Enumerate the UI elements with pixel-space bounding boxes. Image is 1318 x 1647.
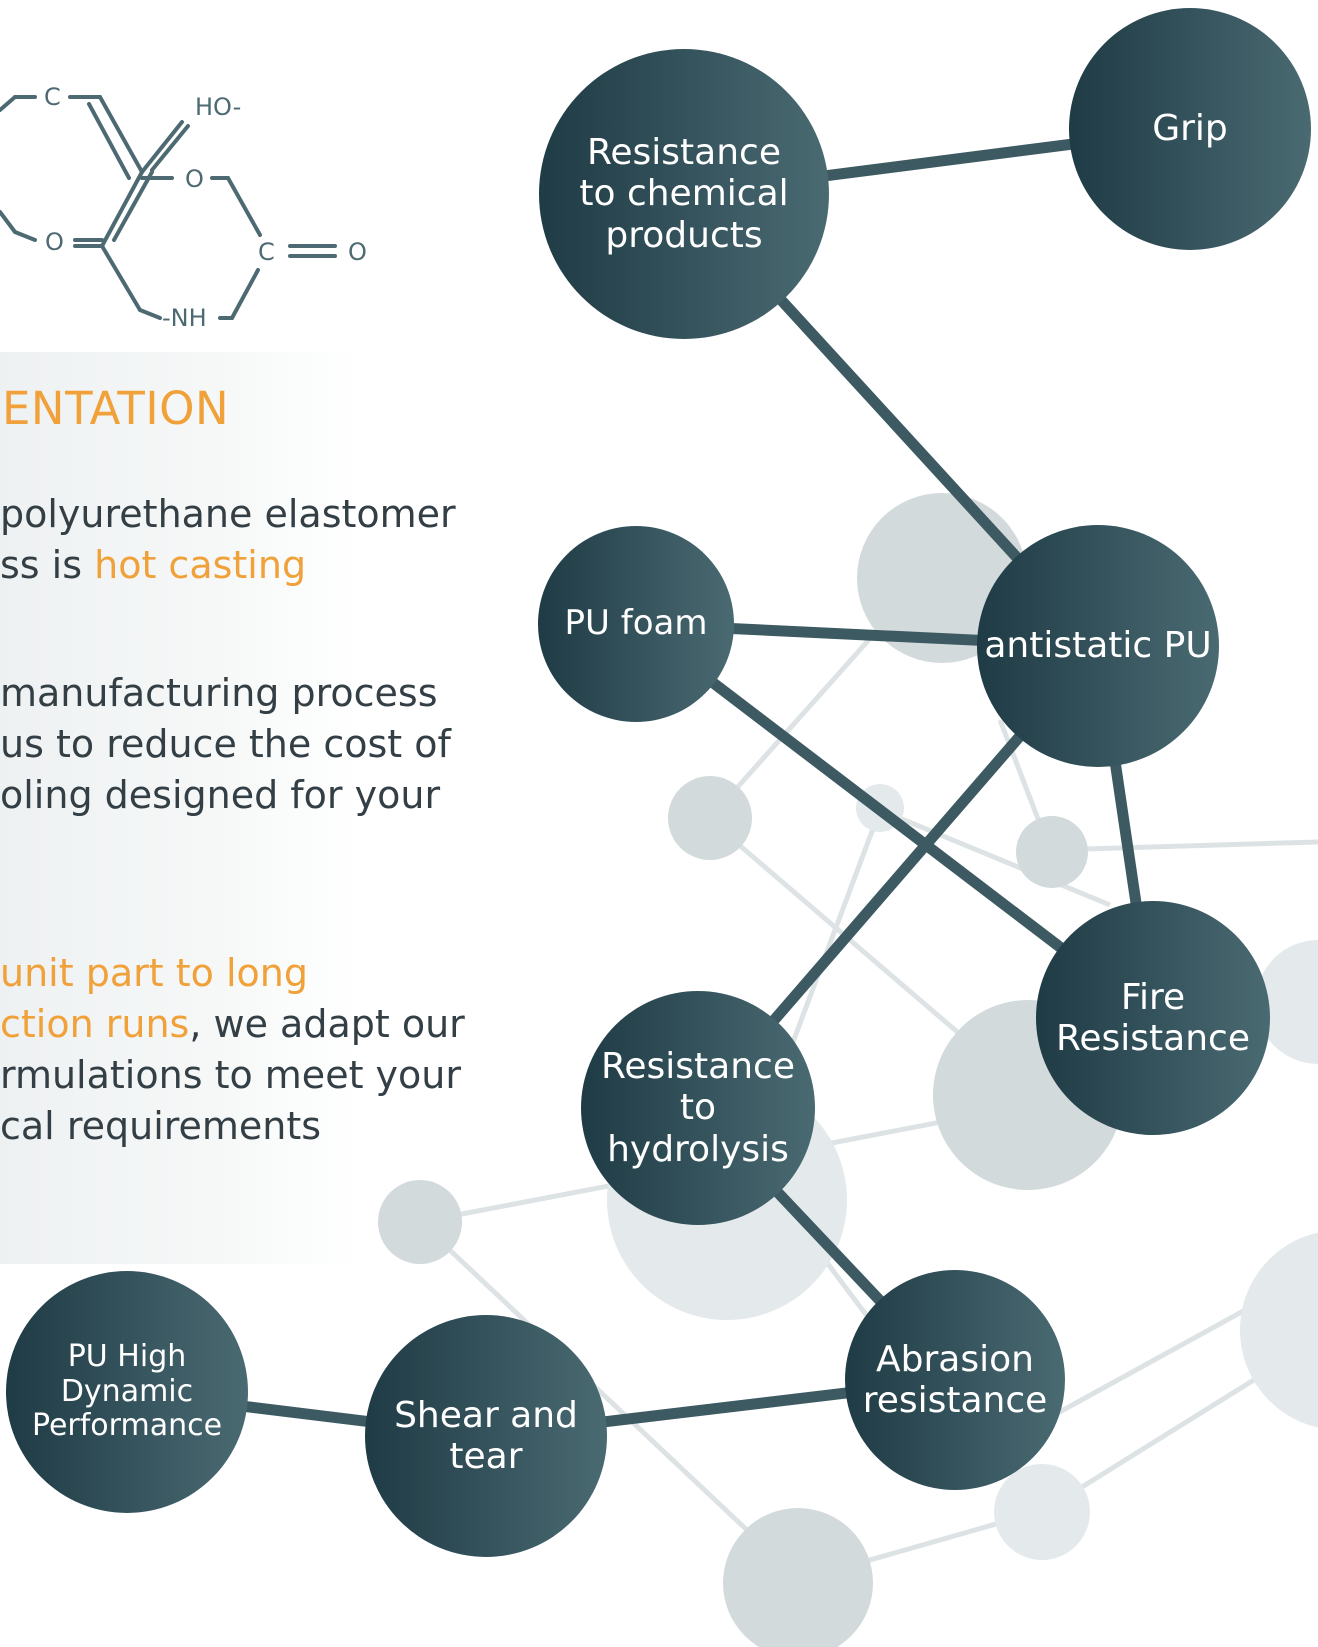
paragraph-manufacturing-line1: manufacturing process <box>0 671 438 715</box>
paragraph-production-line3: rmulations to meet your <box>0 1053 461 1097</box>
atom-o-ring: O <box>185 165 204 193</box>
node-abrasion-resistance <box>845 1270 1065 1490</box>
paragraph-production-line2: ction runs, we adapt our <box>0 999 465 1050</box>
paragraph-production-line1: unit part to long <box>0 951 308 995</box>
paragraph-process-line1: polyurethane elastomer <box>0 492 456 536</box>
node-grip <box>1069 8 1311 250</box>
nodes <box>6 8 1311 1557</box>
atom-c-top: C <box>44 83 61 111</box>
paragraph-process: polyurethane elastomer ss is hot casting <box>0 489 464 591</box>
node-hydrolysis-resistance <box>581 991 815 1225</box>
atom-nh: -NH <box>162 304 207 332</box>
paragraph-production: unit part to long ction runs, we adapt o… <box>0 948 465 1152</box>
text-panel-background <box>0 352 360 1264</box>
atom-c-right: C <box>258 238 275 266</box>
production-runs-highlight: ction runs <box>0 1002 190 1046</box>
node-chemical-resistance <box>539 49 829 339</box>
paragraph-manufacturing-line2: us to reduce the cost of <box>0 722 451 766</box>
paragraph-manufacturing: manufacturing process us to reduce the c… <box>0 668 464 821</box>
node-pu-foam <box>538 526 734 722</box>
hot-casting-highlight: hot casting <box>94 543 307 587</box>
section-title: ENTATION <box>2 382 230 435</box>
molecule-atoms: C HO- O O C O -NH <box>44 83 367 332</box>
node-fire-resistance <box>1036 901 1270 1135</box>
node-high-dynamic <box>6 1271 248 1513</box>
paragraph-production-line4: cal requirements <box>0 1104 322 1148</box>
paragraph-production-text: , we adapt our <box>189 1002 465 1046</box>
atom-ho: HO- <box>195 93 241 121</box>
paragraph-process-text: ss is <box>0 543 95 587</box>
atom-o-right: O <box>348 238 367 266</box>
atom-o-left: O <box>45 228 64 256</box>
node-antistatic-pu <box>977 525 1219 767</box>
paragraph-process-line2: ss is hot casting <box>0 540 464 591</box>
molecule-structure <box>0 95 337 320</box>
node-shear-and-tear <box>365 1315 607 1557</box>
paragraph-manufacturing-line3: oling designed for your <box>0 773 441 817</box>
